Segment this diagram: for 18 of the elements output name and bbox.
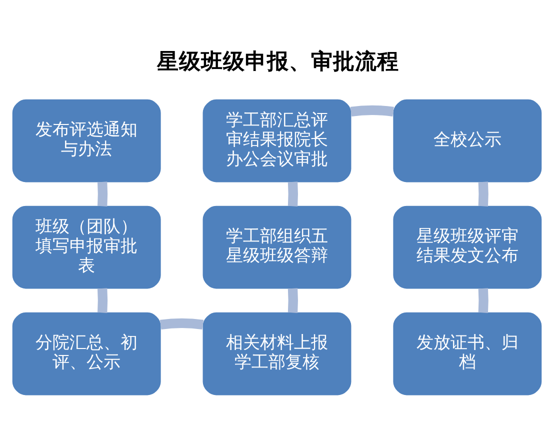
diagram-title: 星级班级申报、审批流程: [157, 50, 400, 75]
connector: [160, 318, 204, 330]
node-box: 班级（团队）填写申报审批表: [12, 206, 161, 289]
node-box: 分院汇总、初评、公示: [12, 312, 161, 396]
connector: [288, 182, 298, 206]
node-box: 发布评选通知与办法: [12, 99, 161, 182]
node-box: 全校公示: [393, 99, 542, 182]
connector: [478, 182, 488, 206]
node-box: 学工部汇总评审结果报院长办公会议审批: [202, 99, 352, 182]
connector: [288, 288, 298, 313]
node-box: 相关材料上报学工部复核: [202, 312, 352, 396]
connector: [98, 288, 108, 313]
node-box: 学工部组织五星级班级答辩: [202, 206, 352, 289]
connector: [350, 105, 394, 116]
node-box: 发放证书、归档: [393, 312, 542, 396]
connector: [98, 182, 108, 206]
connector: [478, 288, 488, 313]
node-box: 星级班级评审结果发文公布: [393, 206, 542, 289]
